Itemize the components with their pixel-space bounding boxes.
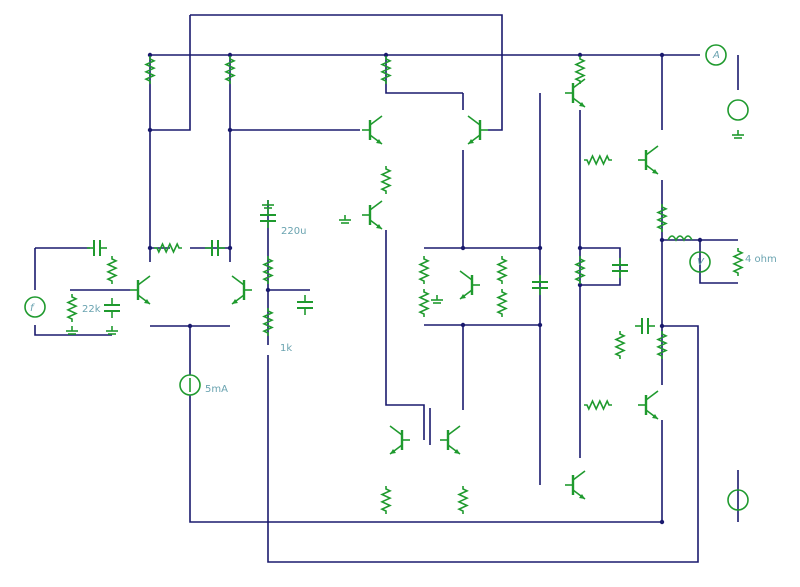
resistor [66,294,78,322]
resistor [144,56,156,84]
wire [149,55,170,249]
junction-dot [265,287,271,293]
ammeter [705,44,727,66]
resistor [656,331,668,359]
resistor [224,56,236,84]
wire [150,15,191,131]
wire [34,325,112,336]
ammeter-symbol: A [712,50,720,61]
transistor [565,470,586,500]
resistor [574,56,586,84]
wire [580,247,621,286]
label-1k: 1k [280,343,292,354]
transistor [389,425,410,455]
resistor [154,242,182,254]
junction-dot [147,245,153,251]
wire [267,200,310,291]
junction-dot [577,245,583,251]
junction-dot [659,323,665,329]
resistor [457,486,469,514]
label-22k: 22k [82,304,101,315]
resistor [262,308,274,336]
resistor [418,256,430,284]
junction-dot [147,127,153,133]
voltmeter-symbol: V [697,257,705,268]
label-5ma: 5mA [205,384,228,395]
transistor [231,275,252,305]
junction-dot [227,245,233,251]
junction-dot [187,323,193,329]
junction-dot [460,245,466,251]
resistor [496,256,508,284]
transistor [362,200,383,230]
current-source [179,374,201,396]
junction-dot [577,52,583,58]
transistor [459,270,480,300]
transistor [638,145,659,175]
wire [385,55,463,94]
wire [190,14,503,131]
resistor [262,256,274,284]
voltmeter [689,251,711,273]
junction-dot [147,52,153,58]
resistor [418,289,430,317]
junction-dot [383,52,389,58]
junction-dot [659,519,665,525]
resistor [614,331,626,359]
junction-dot [460,322,466,328]
resistor [732,248,744,276]
transistor [130,275,151,305]
transistor [467,115,488,145]
resistor [584,399,612,411]
labels: 220u 22k 5mA 1k 4 ohm A V f [30,50,777,395]
junction-dot [537,322,543,328]
wire [267,325,699,563]
components [24,44,749,514]
junction-dot [659,237,665,243]
transistor [440,425,461,455]
label-4-ohm: 4 ohm [745,254,777,265]
inductor [667,235,693,242]
junction-dot [659,52,665,58]
transistor [362,115,383,145]
transistor [565,78,586,108]
resistor [380,56,392,84]
junction-dot [227,52,233,58]
transistor [638,390,659,420]
wiring [34,14,739,563]
wire [189,395,662,523]
signal-source-symbol: f [30,303,35,314]
signal-source [24,296,46,318]
voltage-source-positive [727,99,749,121]
wire [385,230,425,440]
resistor [656,204,668,232]
resistor [574,256,586,284]
label-220u: 220u [281,226,306,237]
junction-dot [577,282,583,288]
junction-dot [227,127,233,133]
resistor [380,486,392,514]
resistor [496,289,508,317]
resistor [584,154,612,166]
voltage-source-negative [727,489,749,511]
junction-dot [697,237,703,243]
junction-dot [537,245,543,251]
resistor [380,166,392,194]
resistor [106,256,118,284]
